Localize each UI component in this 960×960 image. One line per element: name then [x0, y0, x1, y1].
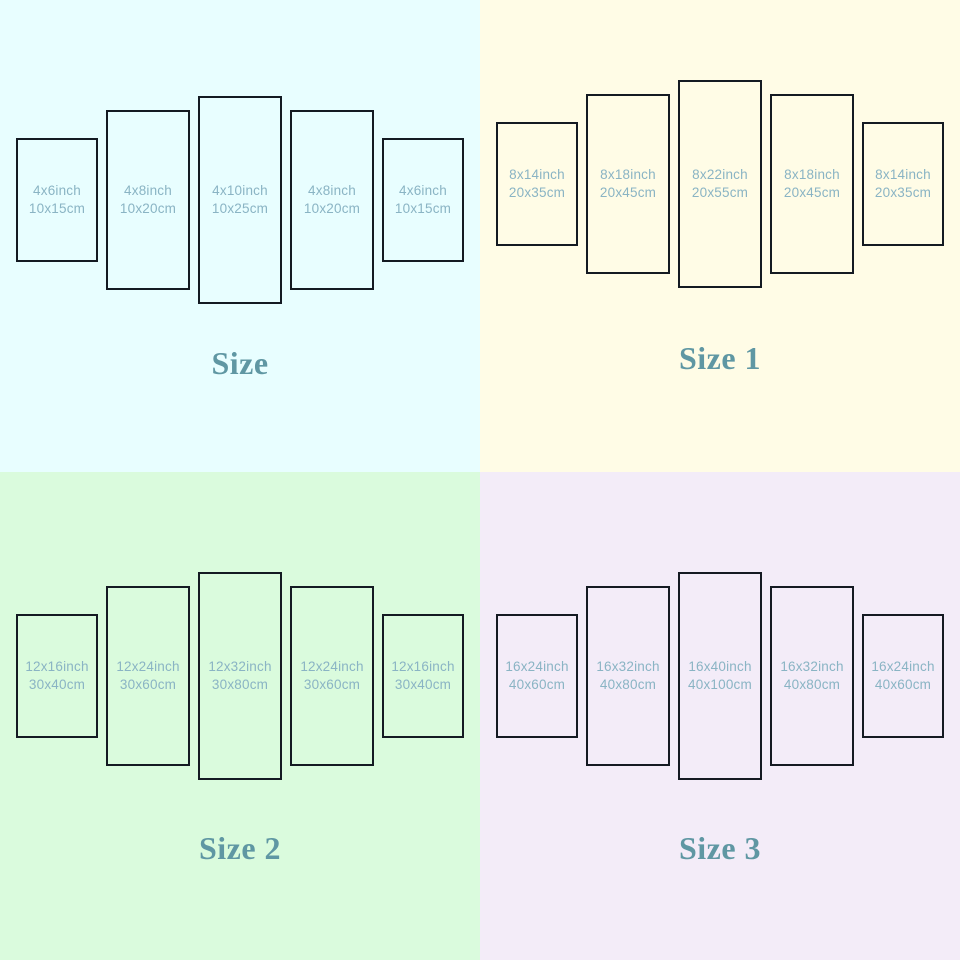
panel-inch-label: 12x24inch: [300, 659, 364, 675]
panel-2[interactable]: 12x24inch 30x60cm: [106, 586, 190, 766]
quadrant-size-1: 8x14inch 20x35cm 8x18inch 20x45cm 8x22in…: [480, 0, 960, 472]
panel-cm-label: 40x60cm: [874, 677, 932, 692]
panel-cm-label: 40x80cm: [783, 677, 841, 692]
panel-4[interactable]: 12x24inch 30x60cm: [290, 586, 374, 766]
panel-cm-label: 20x35cm: [508, 185, 566, 200]
panel-inch-label: 4x8inch: [124, 183, 172, 199]
panel-4[interactable]: 16x32inch 40x80cm: [770, 586, 854, 766]
panel-cm-label: 10x20cm: [119, 201, 177, 216]
panel-cm-label: 40x60cm: [508, 677, 566, 692]
panel-inch-label: 16x32inch: [780, 659, 844, 675]
panel-cm-label: 10x15cm: [394, 201, 452, 216]
panel-inch-label: 4x6inch: [399, 183, 447, 199]
quadrant-title: Size 2: [198, 830, 282, 866]
panel-cm-label: 30x40cm: [28, 677, 86, 692]
panel-cm-label: 10x25cm: [211, 201, 269, 216]
quadrant-title: Size 1: [678, 340, 762, 376]
panel-inch-label: 8x22inch: [692, 167, 748, 183]
panel-5[interactable]: 4x6inch 10x15cm: [382, 138, 464, 262]
panel-group: 4x6inch 10x15cm 4x8inch 10x20cm 4x10inch…: [0, 96, 480, 304]
panel-cm-label: 10x15cm: [28, 201, 86, 216]
panel-inch-label: 16x32inch: [596, 659, 660, 675]
panel-inch-label: 8x18inch: [784, 167, 840, 183]
panel-cm-label: 30x40cm: [394, 677, 452, 692]
panel-inch-label: 12x24inch: [116, 659, 180, 675]
panel-group: 12x16inch 30x40cm 12x24inch 30x60cm 12x3…: [0, 572, 480, 780]
panel-cm-label: 30x60cm: [303, 677, 361, 692]
panel-inch-label: 4x8inch: [308, 183, 356, 199]
panel-cm-label: 20x55cm: [691, 185, 749, 200]
panel-4[interactable]: 8x18inch 20x45cm: [770, 94, 854, 274]
quadrant-title: Size 3: [678, 830, 762, 866]
panel-group: 16x24inch 40x60cm 16x32inch 40x80cm 16x4…: [480, 572, 960, 780]
panel-3[interactable]: 4x10inch 10x25cm: [198, 96, 282, 304]
panel-inch-label: 12x16inch: [391, 659, 455, 675]
panel-inch-label: 4x10inch: [212, 183, 268, 199]
panel-2[interactable]: 4x8inch 10x20cm: [106, 110, 190, 290]
quadrant-size: 4x6inch 10x15cm 4x8inch 10x20cm 4x10inch…: [0, 0, 480, 472]
panel-cm-label: 30x60cm: [119, 677, 177, 692]
panel-inch-label: 8x14inch: [875, 167, 931, 183]
panel-cm-label: 20x35cm: [874, 185, 932, 200]
panel-cm-label: 40x80cm: [599, 677, 657, 692]
panel-2[interactable]: 8x18inch 20x45cm: [586, 94, 670, 274]
panel-3[interactable]: 8x22inch 20x55cm: [678, 80, 762, 288]
panel-3[interactable]: 16x40inch 40x100cm: [678, 572, 762, 780]
panel-inch-label: 12x16inch: [25, 659, 89, 675]
panel-cm-label: 30x80cm: [211, 677, 269, 692]
panel-cm-label: 40x100cm: [688, 677, 752, 692]
panel-cm-label: 20x45cm: [599, 185, 657, 200]
panel-inch-label: 16x24inch: [871, 659, 935, 675]
panel-inch-label: 4x6inch: [33, 183, 81, 199]
quadrant-size-2: 12x16inch 30x40cm 12x24inch 30x60cm 12x3…: [0, 472, 480, 960]
panel-5[interactable]: 16x24inch 40x60cm: [862, 614, 944, 738]
panel-inch-label: 16x40inch: [688, 659, 752, 675]
panel-1[interactable]: 16x24inch 40x60cm: [496, 614, 578, 738]
panel-5[interactable]: 12x16inch 30x40cm: [382, 614, 464, 738]
panel-2[interactable]: 16x32inch 40x80cm: [586, 586, 670, 766]
panel-group: 8x14inch 20x35cm 8x18inch 20x45cm 8x22in…: [480, 80, 960, 288]
panel-1[interactable]: 4x6inch 10x15cm: [16, 138, 98, 262]
panel-3[interactable]: 12x32inch 30x80cm: [198, 572, 282, 780]
panel-1[interactable]: 8x14inch 20x35cm: [496, 122, 578, 246]
panel-cm-label: 10x20cm: [303, 201, 361, 216]
panel-inch-label: 12x32inch: [208, 659, 272, 675]
panel-inch-label: 8x18inch: [600, 167, 656, 183]
panel-cm-label: 20x45cm: [783, 185, 841, 200]
panel-1[interactable]: 12x16inch 30x40cm: [16, 614, 98, 738]
panel-4[interactable]: 4x8inch 10x20cm: [290, 110, 374, 290]
panel-inch-label: 16x24inch: [505, 659, 569, 675]
quadrant-size-3: 16x24inch 40x60cm 16x32inch 40x80cm 16x4…: [480, 472, 960, 960]
panel-inch-label: 8x14inch: [509, 167, 565, 183]
quadrant-title: Size: [211, 345, 269, 381]
panel-5[interactable]: 8x14inch 20x35cm: [862, 122, 944, 246]
